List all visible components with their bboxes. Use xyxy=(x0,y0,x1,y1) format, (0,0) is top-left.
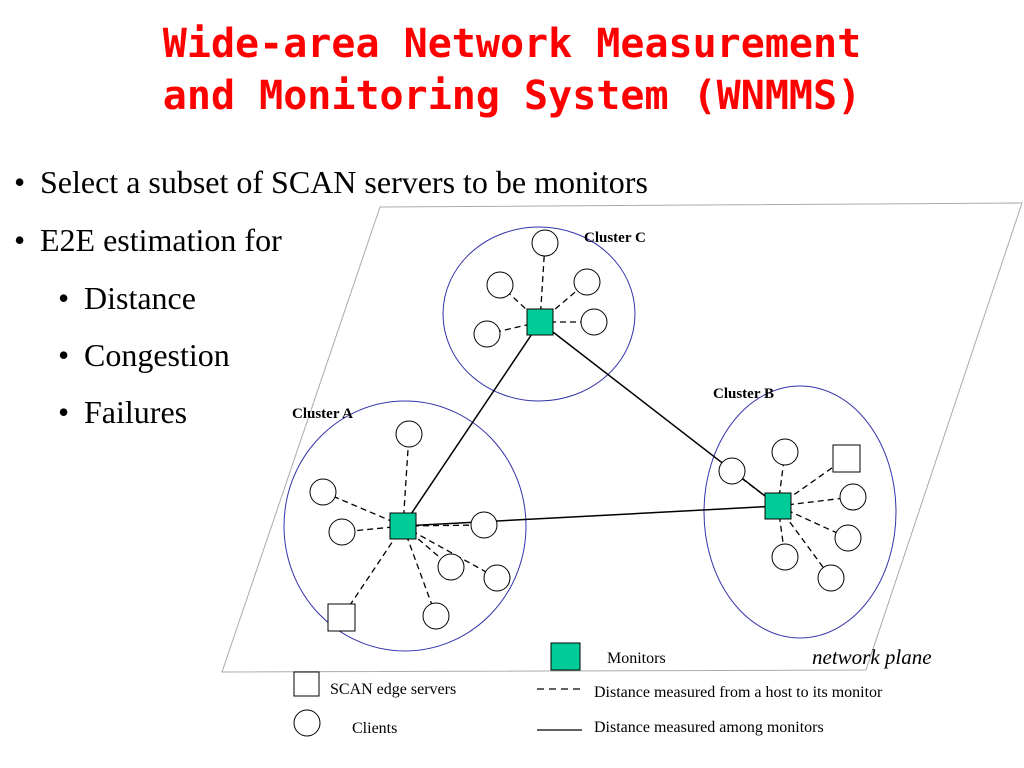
legend-monitors-label: Monitors xyxy=(607,650,666,667)
sub-bullet-item: • Congestion xyxy=(58,337,230,374)
client-circle xyxy=(573,268,601,296)
client-circle xyxy=(817,564,845,592)
cluster-a-label: Cluster A xyxy=(292,406,353,422)
cluster-a-outline xyxy=(283,400,527,652)
monitor-link-a-b xyxy=(402,505,779,527)
legend-scan-edge-servers-label: SCAN edge servers xyxy=(330,681,456,698)
client-circle xyxy=(422,602,450,630)
bullet-text: E2E estimation for xyxy=(40,222,282,258)
sub-bullet-item: • Failures xyxy=(58,394,188,431)
bullet-item: • Select a subset of SCAN servers to be … xyxy=(14,164,648,201)
client-circle xyxy=(395,420,423,448)
monitor-link-c-a xyxy=(402,321,541,527)
network-plane xyxy=(221,202,1023,673)
title-line-1: Wide-area Network Measurement xyxy=(162,21,862,67)
client-circle xyxy=(771,543,799,571)
client-circle xyxy=(437,553,465,581)
network-plane-label: network plane xyxy=(812,645,932,669)
slide-title: Wide-area Network Measurement and Monito… xyxy=(0,18,1024,122)
title-line-2: and Monitoring System (WNMMS) xyxy=(162,73,862,119)
client-circle xyxy=(718,457,746,485)
bullet-text: Distance xyxy=(84,280,196,316)
legend-scan-edge-server-swatch xyxy=(293,671,320,697)
legend-client-swatch xyxy=(293,709,321,737)
bullet-dot: • xyxy=(58,280,70,316)
client-circle xyxy=(483,564,511,592)
bullet-text: Failures xyxy=(84,394,188,430)
scan-edge-server-square xyxy=(832,444,861,473)
cluster-c-outline xyxy=(442,226,636,402)
scan-edge-server-square xyxy=(327,603,356,632)
client-circle xyxy=(771,438,799,466)
client-circle xyxy=(531,229,559,257)
legend-monitor-swatch xyxy=(550,642,581,671)
legend-dashed-label: Distance measured from a host to its mon… xyxy=(594,684,883,701)
monitor-square-a xyxy=(389,512,417,540)
client-circle xyxy=(473,320,501,348)
scan-edge-server-nodes xyxy=(327,444,861,632)
bullet-dot: • xyxy=(58,337,70,373)
sub-bullet-item: • Distance xyxy=(58,280,196,317)
client-circle xyxy=(486,271,514,299)
client-circle xyxy=(834,524,862,552)
bullet-dot: • xyxy=(14,164,26,200)
monitor-square-c xyxy=(526,308,554,336)
bullet-dot: • xyxy=(14,222,26,258)
bullet-text: Select a subset of SCAN servers to be mo… xyxy=(40,164,648,200)
cluster-b-outline xyxy=(703,385,897,639)
bullet-text: Congestion xyxy=(84,337,230,373)
client-circle xyxy=(839,483,867,511)
monitor-nodes xyxy=(389,308,792,540)
client-circle xyxy=(470,511,498,539)
legend-solid-label: Distance measured among monitors xyxy=(594,719,824,736)
bullet-item: • E2E estimation for xyxy=(14,222,282,259)
bullet-dot: • xyxy=(58,394,70,430)
cluster-c-label: Cluster C xyxy=(584,230,646,246)
client-circle xyxy=(580,308,608,336)
monitor-square-b xyxy=(764,492,792,520)
legend-clients-label: Clients xyxy=(352,720,397,737)
client-circle xyxy=(309,478,337,506)
client-nodes xyxy=(309,229,867,630)
client-circle xyxy=(328,518,356,546)
cluster-b-label: Cluster B xyxy=(713,386,774,402)
